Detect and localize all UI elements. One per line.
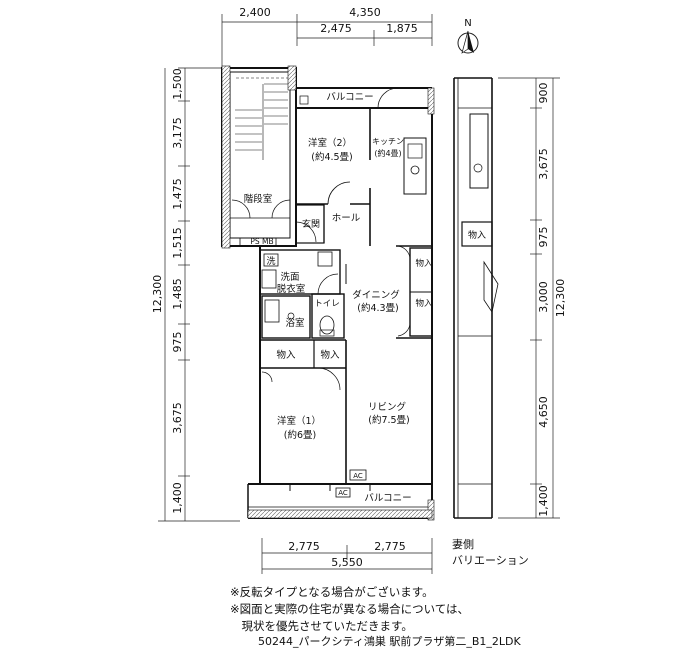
label-kitchen-size: (約4畳) <box>374 148 401 158</box>
note-1: ※反転タイプとなる場合がございます。 <box>230 585 434 599</box>
dim-right-3675: 3,675 <box>537 148 550 180</box>
dim-top-1875: 1,875 <box>386 22 418 35</box>
wall-hatch-stair-right <box>287 65 297 91</box>
label-dressing-1: 洗面 <box>280 271 299 283</box>
dim-bottom-5550: 5,550 <box>331 556 363 569</box>
label-bath: 浴室 <box>285 317 304 329</box>
dim-left-975: 975 <box>171 332 184 353</box>
label-stairwell: 階段室 <box>244 193 273 205</box>
label-western1-size: (約6畳) <box>284 429 316 441</box>
wall-hatch-top-right <box>427 87 435 115</box>
label-entrance: 玄関 <box>302 218 320 230</box>
dim-left-1515: 1,515 <box>171 227 184 259</box>
dim-top-2475: 2,475 <box>320 22 352 35</box>
notes: ※反転タイプとなる場合がございます。 ※図面と実際の住宅が異なる場合については、… <box>230 584 469 635</box>
north-arrow-icon <box>457 30 479 54</box>
north-label: N <box>464 18 471 29</box>
dim-bottom-2775-a: 2,775 <box>288 540 320 553</box>
label-balcony-top: バルコニー <box>326 92 373 103</box>
label-dining-name: ダイニング <box>352 289 400 301</box>
label-ac-2: AC <box>338 489 348 497</box>
side-variation-plan <box>453 77 499 519</box>
dim-right-975: 975 <box>537 227 550 248</box>
dim-right-900: 900 <box>537 83 550 104</box>
plan-walls <box>221 67 433 519</box>
dim-right-4650: 4,650 <box>537 396 550 428</box>
dim-left-3675: 3,675 <box>171 402 184 434</box>
label-dining-size: (約4.3畳) <box>357 302 399 314</box>
label-side-2: バリエーション <box>452 554 529 567</box>
label-balcony-bottom: バルコニー <box>364 493 411 504</box>
dim-left-3175: 3,175 <box>171 117 184 149</box>
dim-top-2400: 2,400 <box>239 6 271 19</box>
bottom-dimensions <box>261 538 433 574</box>
label-kitchen-name: キッチン <box>372 137 404 146</box>
note-2: ※図面と実際の住宅が異なる場合については、 <box>230 602 470 616</box>
label-side-1: 妻側 <box>452 538 474 551</box>
label-storage-dining-2: 物入 <box>415 298 433 309</box>
dim-top-4350: 4,350 <box>349 6 381 19</box>
right-dimensions <box>498 77 560 519</box>
dim-right-1400: 1,400 <box>537 485 550 517</box>
label-western2-size: (約4.5畳) <box>311 151 353 163</box>
wall-hatch-bottom-balcony <box>247 509 433 519</box>
dim-left-total: 12,300 <box>151 275 164 314</box>
note-3: 現状を優先させていただきます。 <box>230 619 413 633</box>
top-dimensions <box>221 14 433 68</box>
dim-right-total: 12,300 <box>554 279 567 318</box>
wall-hatch-left <box>221 65 231 249</box>
label-ps-mb: PS MB <box>250 237 273 246</box>
dim-left-1500: 1,500 <box>171 68 184 100</box>
dim-right-3000: 3,000 <box>537 281 550 313</box>
label-storage-lower-2: 物入 <box>320 349 340 361</box>
label-living-name: リビング <box>368 401 407 413</box>
label-dressing-2: 脱衣室 <box>277 283 306 295</box>
dim-bottom-2775-b: 2,775 <box>374 540 406 553</box>
label-western1-name: 洋室（1） <box>277 415 321 427</box>
label-storage-dining-1: 物入 <box>415 258 433 269</box>
dim-left-1475: 1,475 <box>171 178 184 210</box>
label-wash: 洗 <box>266 255 275 267</box>
label-storage-side: 物入 <box>468 229 486 241</box>
caption: 50244_パークシティ鴻巣 駅前プラザ第二_B1_2LDK <box>258 635 521 648</box>
left-dimensions <box>158 67 240 522</box>
dim-left-1400: 1,400 <box>171 482 184 514</box>
dim-left-1485: 1,485 <box>171 278 184 310</box>
label-ac-1: AC <box>353 472 363 480</box>
label-storage-lower-1: 物入 <box>276 349 296 361</box>
label-western2-name: 洋室（2） <box>308 137 352 149</box>
label-hall: ホール <box>332 213 361 224</box>
label-living-size: (約7.5畳) <box>368 414 410 426</box>
label-toilet: トイレ <box>314 299 340 309</box>
